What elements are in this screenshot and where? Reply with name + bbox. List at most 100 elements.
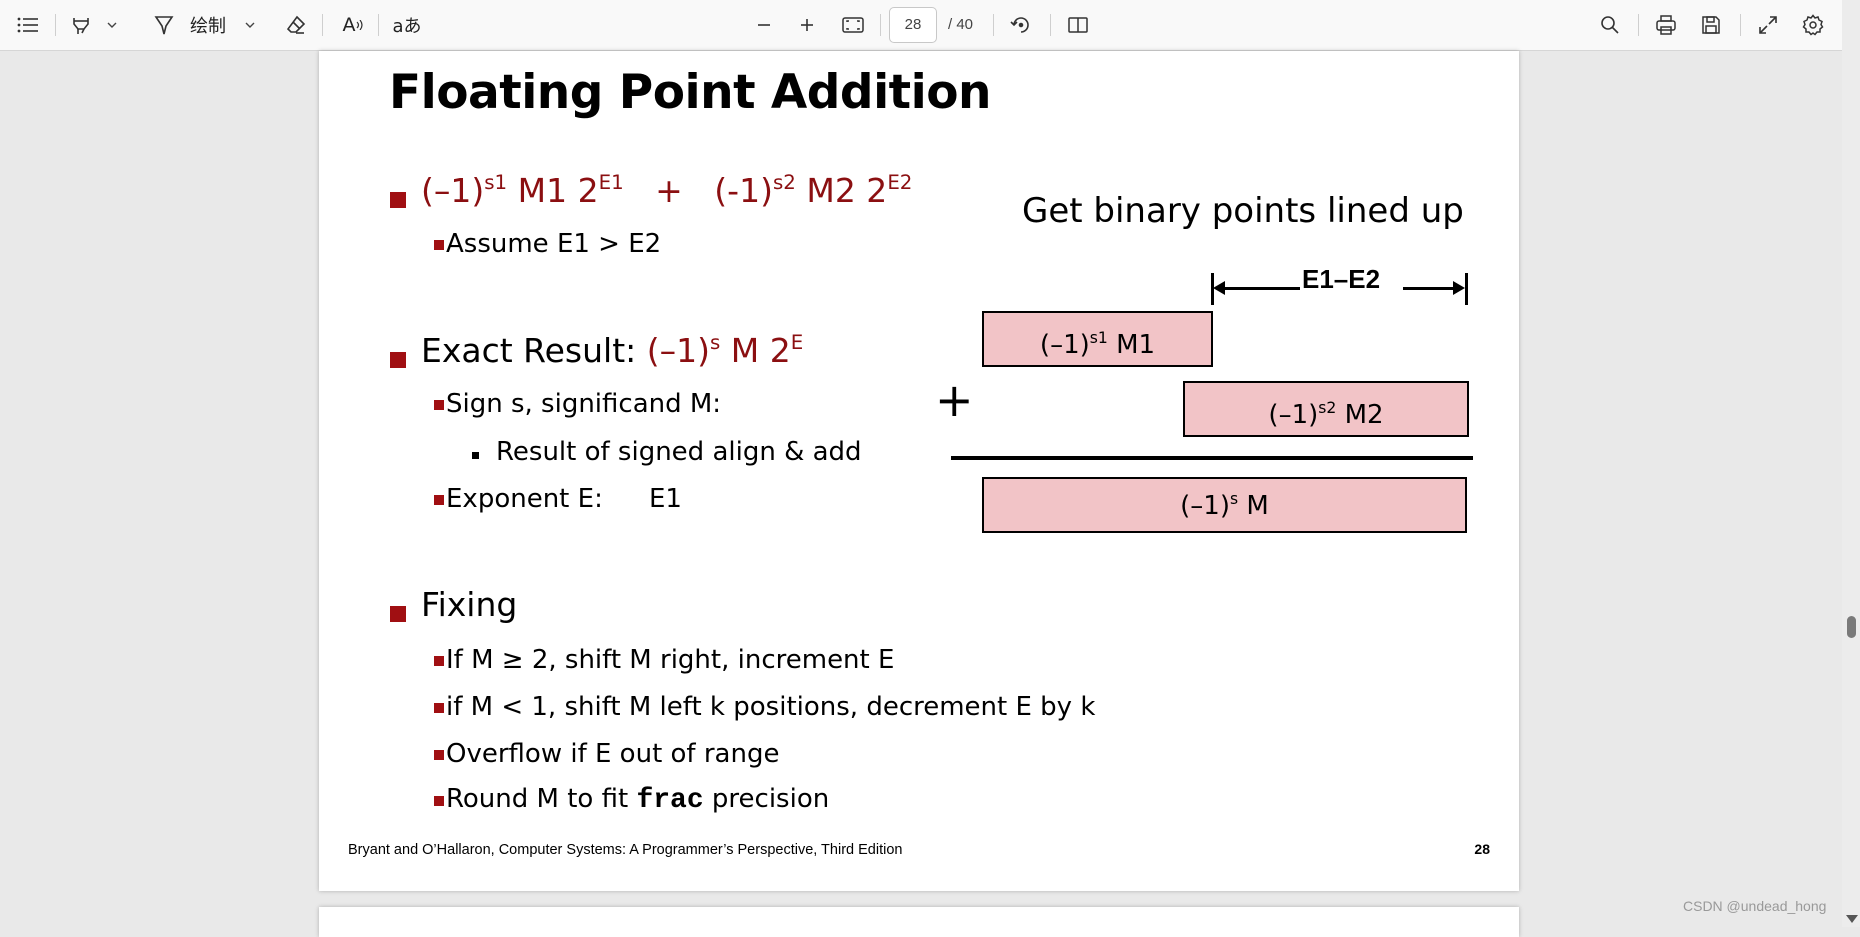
chevron-down-icon[interactable] [104, 0, 120, 50]
translate-icon: aあ [392, 16, 422, 37]
next-pdf-page [319, 907, 1519, 937]
span-line-right [1403, 287, 1457, 290]
bullet-marker [434, 703, 444, 713]
formula-superscript: E1 [598, 171, 624, 195]
sub-bullet-value: E1 [649, 484, 682, 514]
toolbar-divider [1050, 14, 1051, 36]
operand-box-m1: (–1)s1 M1 [982, 311, 1213, 367]
bullet-marker [390, 352, 406, 368]
save-icon[interactable] [1697, 0, 1725, 50]
read-aloud-icon: A [342, 14, 356, 36]
watermark: CSDN @undead_hong [1683, 898, 1827, 914]
round-text: precision [703, 784, 830, 814]
bullet-formula-sum: (–1)s1 M1 2E1 + (-1)s2 M2 2E2 [421, 171, 912, 210]
box-text: (–1) [1039, 330, 1090, 361]
toolbar-divider [322, 14, 323, 36]
settings-icon[interactable] [1799, 0, 1827, 50]
box-superscript: s1 [1089, 329, 1108, 347]
span-arrow-right [1453, 281, 1465, 295]
round-text: Round M to fit [446, 784, 637, 814]
page-number-input[interactable]: 28 [889, 7, 937, 43]
chevron-down-icon[interactable] [242, 0, 258, 50]
rotate-icon[interactable] [1007, 0, 1035, 50]
vertical-scrollbar[interactable] [1842, 0, 1860, 927]
box-text: M2 [1336, 400, 1384, 431]
span-arrow-left [1213, 281, 1225, 295]
box-text: (–1) [1180, 491, 1230, 522]
box-text: M [1238, 491, 1269, 522]
sub-sub-bullet-text: Result of signed align & add [496, 437, 862, 467]
toolbar-divider [1638, 14, 1639, 36]
box-superscript: s2 [1318, 399, 1337, 417]
sub-bullet-text: Sign s, significand M: [446, 389, 722, 419]
formula-superscript: E2 [887, 171, 913, 195]
formula-text: M 2 [720, 331, 791, 370]
contents-icon[interactable] [14, 0, 42, 50]
toolbar-divider [880, 14, 881, 36]
bullet-marker [390, 606, 406, 622]
highlight-icon[interactable] [68, 0, 94, 50]
pdf-page: Floating Point Addition (–1)s1 M1 2E1 + … [319, 51, 1519, 891]
formula-text: M1 2 [507, 171, 599, 210]
operand-box-m2: (–1)s2 M2 [1183, 381, 1469, 437]
sub-bullet-text: Assume E1 > E2 [446, 229, 662, 259]
draw-button[interactable]: 绘制 [188, 0, 228, 50]
formula-superscript: E [790, 331, 804, 355]
scroll-down-arrow-icon[interactable] [1846, 915, 1858, 923]
sub-bullet-text: Overflow if E out of range [446, 739, 780, 769]
zoom-out-icon[interactable] [752, 0, 776, 50]
sub-bullet-text: If M ≥ 2, shift M right, increment E [446, 645, 895, 675]
page-total: / 40 [948, 16, 974, 33]
formula-superscript: s1 [484, 171, 508, 195]
bullet-exact-result: Exact Result: (–1)s M 2E [421, 331, 803, 370]
draw-label: 绘制 [190, 16, 226, 37]
formula-superscript: s [710, 331, 721, 355]
toolbar-divider [993, 14, 994, 36]
formula-text: (–1) [421, 171, 485, 210]
formula-text: M2 2 [795, 171, 888, 210]
page-title: Floating Point Addition [389, 65, 992, 120]
bullet-marker [434, 240, 444, 250]
box-superscript: s [1230, 490, 1239, 508]
bullet-marker [472, 452, 479, 459]
toolbar-divider [55, 14, 56, 36]
scrollbar-thumb[interactable] [1847, 616, 1856, 638]
print-icon[interactable] [1652, 0, 1680, 50]
span-label: E1–E2 [1302, 264, 1381, 294]
toolbar-divider [378, 14, 379, 36]
result-box: (–1)s M [982, 477, 1467, 533]
bullet-marker [434, 750, 444, 760]
fullscreen-icon[interactable] [1754, 0, 1782, 50]
fit-page-icon[interactable] [839, 0, 867, 50]
plus-sign: + [935, 373, 974, 427]
pdf-toolbar: 绘制 A aあ 28 / 40 [0, 0, 1842, 51]
bullet-marker [434, 656, 444, 666]
page-view-icon[interactable] [1064, 0, 1092, 50]
span-line-left [1221, 287, 1300, 290]
formula-text: + (-1) [623, 171, 773, 210]
search-icon[interactable] [1596, 0, 1624, 50]
formula-text: (–1) [646, 331, 710, 370]
bullet-marker [434, 400, 444, 410]
sub-bullet-text: Exponent E: [446, 484, 603, 514]
bullet-label: Fixing [421, 585, 518, 624]
span-tick-right [1465, 273, 1468, 305]
bullet-marker [434, 796, 444, 806]
sub-bullet-text: if M < 1, shift M left k positions, decr… [446, 692, 1096, 722]
diagram-heading: Get binary points lined up [1022, 191, 1464, 231]
slide-page-number: 28 [1474, 841, 1490, 857]
slide-footer: Bryant and O’Hallaron, Computer Systems:… [348, 842, 903, 858]
translate-button[interactable]: aあ [392, 0, 422, 50]
zoom-in-icon[interactable] [795, 0, 819, 50]
box-text: (–1) [1268, 400, 1319, 431]
toolbar-divider [1740, 14, 1741, 36]
bullet-marker [390, 192, 406, 208]
sub-bullet-round: Round M to fit frac precision [446, 784, 829, 816]
bullet-marker [434, 495, 444, 505]
code-frac: frac [636, 785, 704, 816]
eraser-icon[interactable] [282, 0, 310, 50]
read-aloud-button[interactable]: A [338, 0, 368, 50]
draw-icon[interactable] [150, 0, 178, 50]
sum-divider-line [951, 456, 1473, 460]
span-tick-left [1211, 273, 1214, 305]
